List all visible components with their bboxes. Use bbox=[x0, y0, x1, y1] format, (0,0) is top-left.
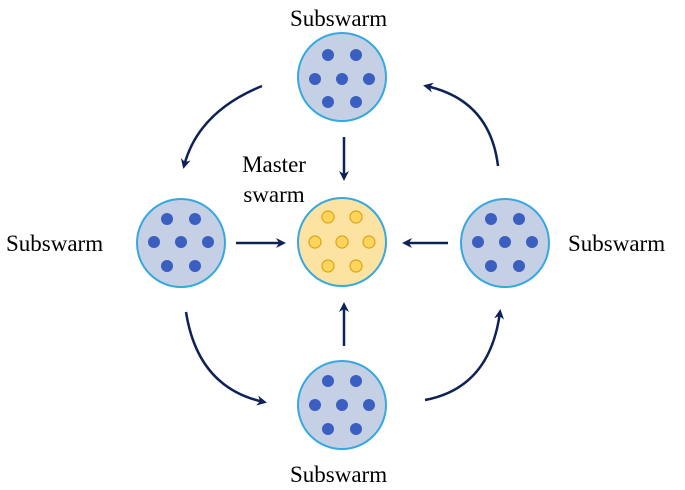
master-swarm-label: Master swarm bbox=[234, 150, 314, 210]
master-swarm-label-line2: swarm bbox=[243, 182, 305, 207]
arrow-right-to-top bbox=[423, 82, 500, 167]
subswarm-left-label: Subswarm bbox=[6, 231, 104, 256]
arrow-left-to-bottom bbox=[184, 311, 267, 406]
arrow-bottom-to-right bbox=[424, 309, 505, 402]
subswarm-top bbox=[297, 32, 387, 122]
subswarm-right-label: Subswarm bbox=[568, 231, 666, 256]
subswarm-top-label: Subswarm bbox=[290, 6, 388, 31]
subswarm-left bbox=[136, 198, 226, 288]
master-swarm-label-line1: Master bbox=[242, 152, 306, 177]
subswarm-bottom-label: Subswarm bbox=[290, 462, 388, 487]
subswarm-bottom bbox=[297, 360, 387, 450]
subswarm-right bbox=[460, 198, 550, 288]
arrow-top-to-left bbox=[180, 84, 263, 169]
master-swarm bbox=[297, 197, 387, 287]
